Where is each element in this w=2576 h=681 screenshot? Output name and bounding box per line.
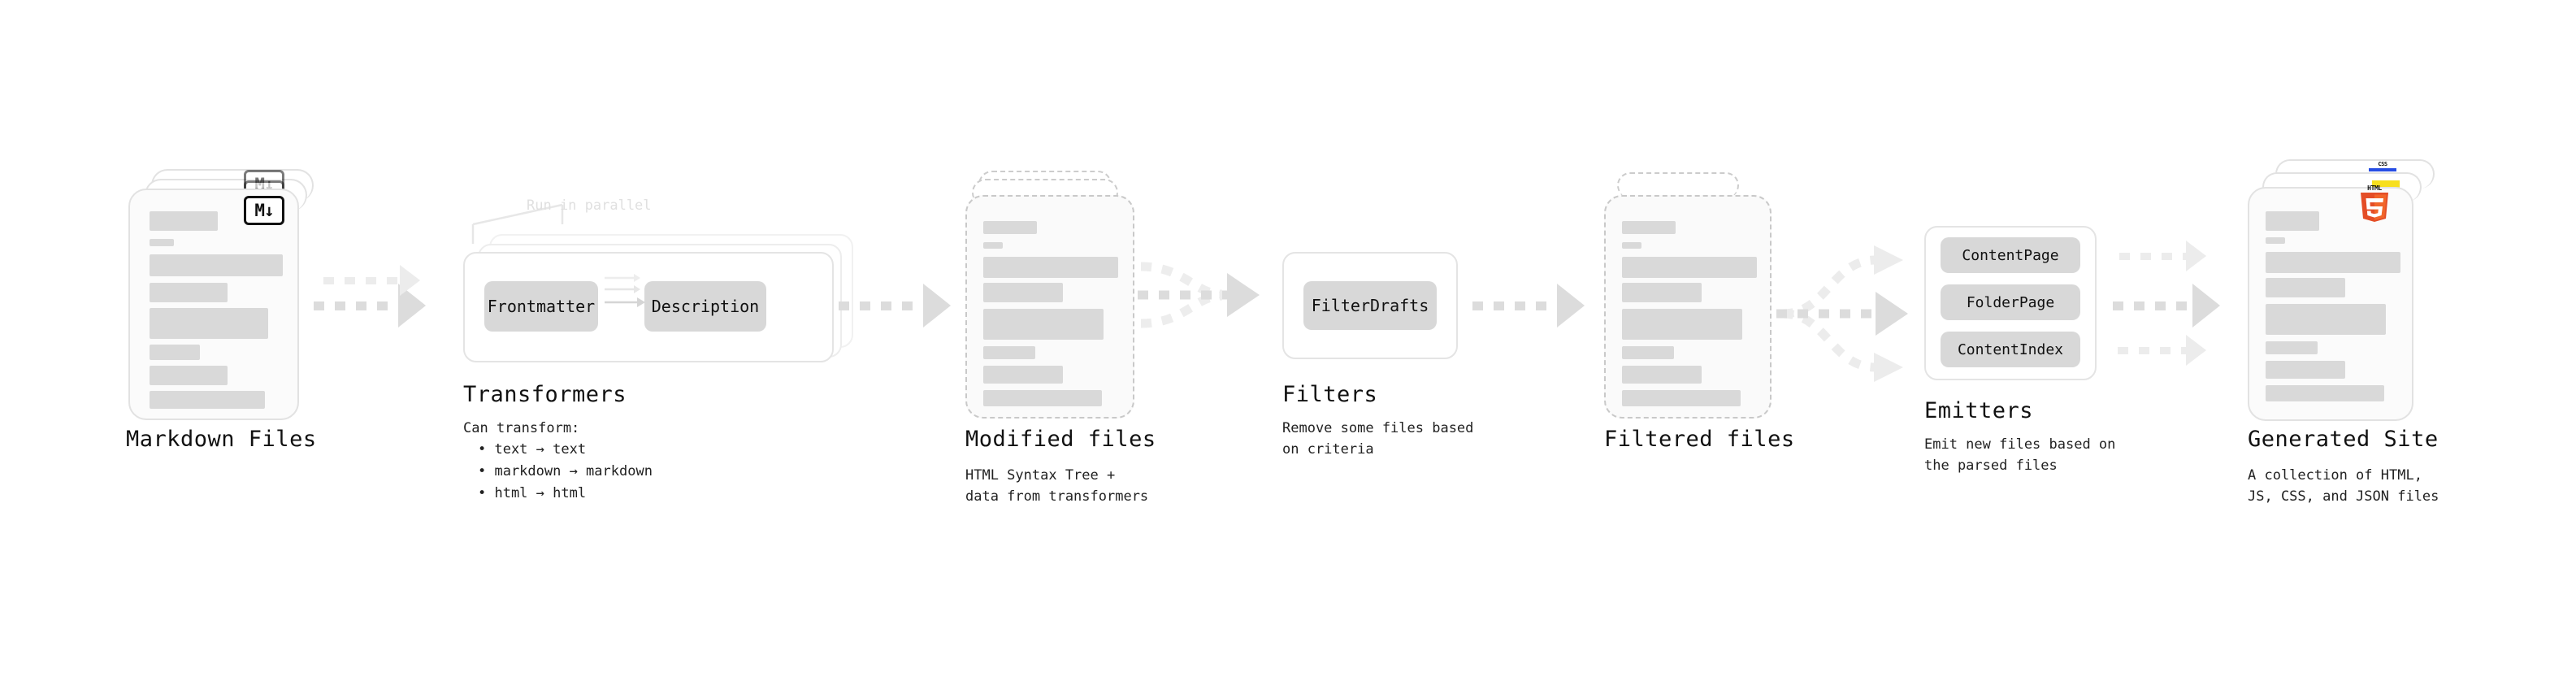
card-bar bbox=[983, 242, 1003, 249]
transformer-chip-frontmatter-label: Frontmatter bbox=[487, 297, 596, 316]
arrow-emitters-to-site-bottom bbox=[2118, 335, 2206, 366]
emitters-chip-contentindex[interactable]: ContentIndex bbox=[1941, 332, 2080, 367]
emitters-chip-folderpage[interactable]: FolderPage bbox=[1941, 284, 2080, 320]
arrow-head bbox=[2186, 335, 2206, 366]
stage-title-emitters: Emitters bbox=[1924, 398, 2034, 423]
card-bar bbox=[1622, 390, 1741, 406]
arrow-modified-to-filters bbox=[1138, 262, 1260, 328]
arrow-filters-to-filtered bbox=[1472, 284, 1585, 327]
card-bar bbox=[150, 308, 268, 339]
card-bar bbox=[1622, 242, 1641, 249]
markdown-file-card bbox=[128, 189, 299, 420]
transformer-inner-arrows bbox=[605, 274, 645, 307]
card-bar bbox=[2266, 341, 2318, 354]
css-badge-label: CSS bbox=[2378, 161, 2387, 167]
transformer-chip-description-label: Description bbox=[651, 297, 760, 316]
markdown-badge-text: M↓ bbox=[254, 200, 274, 220]
css-badge-underline bbox=[2369, 168, 2396, 171]
filtered-card-ghost-back bbox=[1617, 172, 1739, 198]
arrow-head bbox=[2186, 241, 2206, 271]
modified-file-card bbox=[965, 195, 1134, 419]
arrow-dash bbox=[2119, 252, 2188, 260]
card-bar bbox=[983, 346, 1035, 359]
card-bar bbox=[2266, 237, 2285, 244]
filtered-file-card bbox=[1604, 195, 1772, 419]
arrow-transformers-to-modified bbox=[839, 284, 951, 327]
stage-title-modified-files: Modified files bbox=[965, 427, 1156, 452]
emitters-chip-contentindex-label: ContentIndex bbox=[1957, 340, 2064, 358]
arrow-head bbox=[400, 265, 420, 296]
card-bar bbox=[983, 257, 1118, 278]
card-bar bbox=[2266, 304, 2386, 335]
arrow-dash bbox=[2118, 346, 2188, 354]
card-bar bbox=[983, 366, 1063, 384]
card-bar bbox=[150, 239, 174, 246]
transformers-bullet-1: • markdown → markdown bbox=[478, 463, 653, 479]
arrow-emitters-to-site-mid bbox=[2113, 284, 2220, 327]
card-bar bbox=[150, 254, 283, 276]
arrow-head bbox=[1557, 284, 1585, 327]
transformers-bullet-0: • text → text bbox=[478, 441, 587, 458]
run-in-parallel-note: Run in parallel bbox=[527, 197, 652, 214]
emitters-subtitle: Emit new files based on the parsed files bbox=[1924, 436, 2116, 475]
stage-title-generated-site: Generated Site bbox=[2248, 427, 2439, 452]
arrow-md-to-transformers-ghost bbox=[323, 265, 420, 296]
card-bar bbox=[1622, 221, 1676, 234]
emitters-chip-contentpage-label: ContentPage bbox=[1962, 246, 2059, 264]
card-bar bbox=[2266, 252, 2400, 273]
css-badge: CSS bbox=[2369, 162, 2396, 175]
filters-subtitle: Remove some files based on criteria bbox=[1282, 420, 1474, 458]
card-bar bbox=[150, 283, 228, 302]
arrow-head bbox=[923, 284, 951, 327]
stage-title-transformers: Transformers bbox=[463, 382, 627, 407]
card-bar bbox=[1622, 366, 1702, 384]
filters-chip-filterdrafts-label: FilterDrafts bbox=[1311, 296, 1429, 315]
card-bar bbox=[2266, 361, 2345, 379]
arrow-dash bbox=[1472, 301, 1559, 310]
card-bar bbox=[983, 221, 1037, 234]
card-bar bbox=[1622, 257, 1757, 278]
emitters-chip-folderpage-label: FolderPage bbox=[1966, 293, 2055, 311]
arrow-dash bbox=[323, 276, 401, 284]
arrow-head bbox=[2192, 284, 2220, 327]
card-bar bbox=[2266, 278, 2345, 297]
stage-title-markdown-files: Markdown Files bbox=[126, 427, 317, 452]
card-bar bbox=[150, 211, 218, 231]
card-bar bbox=[983, 390, 1102, 406]
card-bar bbox=[150, 366, 228, 385]
stage-title-filtered-files: Filtered files bbox=[1604, 427, 1795, 452]
modified-files-subtitle: HTML Syntax Tree + data from transformer… bbox=[965, 467, 1149, 505]
filters-chip-filterdrafts[interactable]: FilterDrafts bbox=[1303, 281, 1437, 330]
transformer-chip-frontmatter[interactable]: Frontmatter bbox=[484, 281, 598, 332]
card-bar bbox=[983, 283, 1063, 302]
generated-site-card bbox=[2248, 187, 2413, 421]
generated-site-subtitle: A collection of HTML, JS, CSS, and JSON … bbox=[2248, 467, 2439, 505]
card-bar bbox=[2266, 211, 2319, 231]
arrow-dash bbox=[839, 301, 925, 310]
arrow-filtered-to-emitters bbox=[1776, 245, 1908, 382]
card-bar bbox=[983, 309, 1104, 340]
transformers-subtitle-head: Can transform: bbox=[463, 420, 580, 436]
html5-shield-icon bbox=[2361, 193, 2388, 222]
card-bar bbox=[1622, 309, 1742, 340]
arrow-dash bbox=[2113, 301, 2194, 310]
run-in-parallel-bracket bbox=[471, 203, 564, 244]
html5-badge-label: HTML bbox=[2367, 184, 2382, 192]
stage-title-filters: Filters bbox=[1282, 382, 1378, 407]
markdown-badge: M↓ bbox=[244, 196, 284, 225]
card-bar bbox=[150, 391, 265, 409]
transformers-bullet-2: • html → html bbox=[478, 485, 587, 501]
card-bar bbox=[2266, 385, 2384, 401]
card-bar bbox=[1622, 283, 1702, 302]
arrow-dash bbox=[314, 301, 400, 310]
card-bar bbox=[150, 345, 200, 360]
html5-badge: HTML bbox=[2358, 185, 2391, 224]
card-bar bbox=[1622, 346, 1674, 359]
emitters-chip-contentpage[interactable]: ContentPage bbox=[1941, 237, 2080, 273]
transformer-chip-description[interactable]: Description bbox=[644, 281, 766, 332]
arrow-emitters-to-site-top bbox=[2119, 241, 2206, 271]
